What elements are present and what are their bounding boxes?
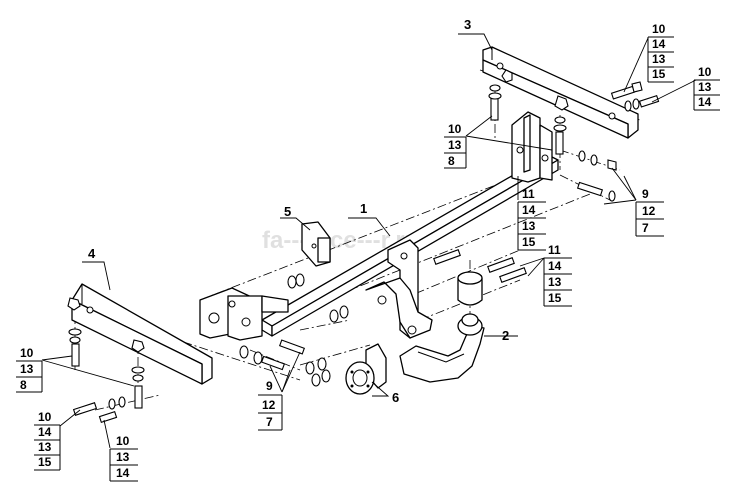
callout-tr2-line: 13	[698, 80, 712, 94]
label-part-3: 3	[464, 17, 471, 32]
callout-mid1-line: 10	[448, 122, 462, 136]
callout-right2: 11 14 13 15	[519, 243, 572, 307]
callout-mid2-line: 11	[522, 187, 535, 201]
callout-left3: 10 13 14	[103, 419, 138, 482]
callout-right2-line: 13	[548, 275, 562, 289]
callout-left2-line: 15	[38, 455, 52, 469]
callout-right1-line: 7	[642, 221, 649, 235]
towball-part-2	[399, 271, 485, 383]
callout-left1-line: 10	[20, 346, 34, 360]
callout-left1-line: 8	[20, 378, 27, 392]
callout-left1: 10 13 8	[16, 346, 135, 393]
callout-mid2-line: 15	[522, 235, 536, 249]
label-part-4: 4	[88, 246, 96, 261]
callout-left2: 10 14 13 15	[34, 409, 81, 471]
pad-part-5	[301, 221, 331, 267]
callout-mid2-line: 14	[522, 203, 536, 217]
callout-center-line: 9	[266, 379, 273, 393]
callout-tr1-line: 14	[652, 37, 666, 51]
callout-right2-line: 15	[548, 291, 562, 305]
callout-tr1-line: 15	[652, 67, 666, 81]
part-leaders	[82, 33, 518, 397]
label-part-5: 5	[284, 204, 291, 219]
callout-mid1-line: 8	[448, 154, 455, 168]
callout-mid2: 11 14 13 15	[517, 176, 546, 251]
bracket-part-3	[482, 46, 639, 139]
callout-left2-line: 10	[38, 410, 52, 424]
callout-right1-line: 9	[642, 187, 649, 201]
callout-right1: 9 12 7	[603, 167, 664, 237]
callout-tr2: 10 13 14	[651, 65, 720, 111]
callout-left2-line: 13	[38, 440, 52, 454]
callout-left3-line: 13	[116, 450, 130, 464]
bracket-part-4	[67, 283, 213, 385]
callout-mid1: 10 13 8	[444, 115, 553, 169]
callout-mid2-line: 13	[522, 219, 536, 233]
callout-left1-line: 13	[20, 362, 34, 376]
label-part-1: 1	[360, 201, 367, 216]
fasteners	[68, 81, 660, 424]
callout-left3-line: 14	[116, 466, 130, 480]
callout-center-line: 12	[262, 398, 276, 412]
callout-tr2-line: 10	[698, 65, 712, 79]
callout-right1-line: 12	[642, 204, 656, 218]
callout-tr1: 10 14 13 15	[623, 22, 674, 93]
callout-left2-line: 14	[38, 425, 52, 439]
part-number-labels: 3 1 2 4 5 6	[88, 17, 509, 405]
callout-center: 9 12 7	[258, 351, 301, 431]
crossbeam-part-1	[199, 111, 559, 341]
callout-tr1-line: 13	[652, 52, 666, 66]
callout-center-line: 7	[266, 415, 273, 429]
callout-tr2-line: 14	[698, 95, 712, 109]
callout-tr1-line: 10	[652, 22, 666, 36]
callout-left3-line: 10	[116, 434, 130, 448]
label-part-2: 2	[502, 328, 509, 343]
callout-right2-line: 11	[548, 243, 561, 257]
callout-mid1-line: 13	[448, 138, 462, 152]
callout-right2-line: 14	[548, 259, 562, 273]
label-part-6: 6	[392, 390, 399, 405]
socket-plate-part-6	[345, 343, 387, 395]
